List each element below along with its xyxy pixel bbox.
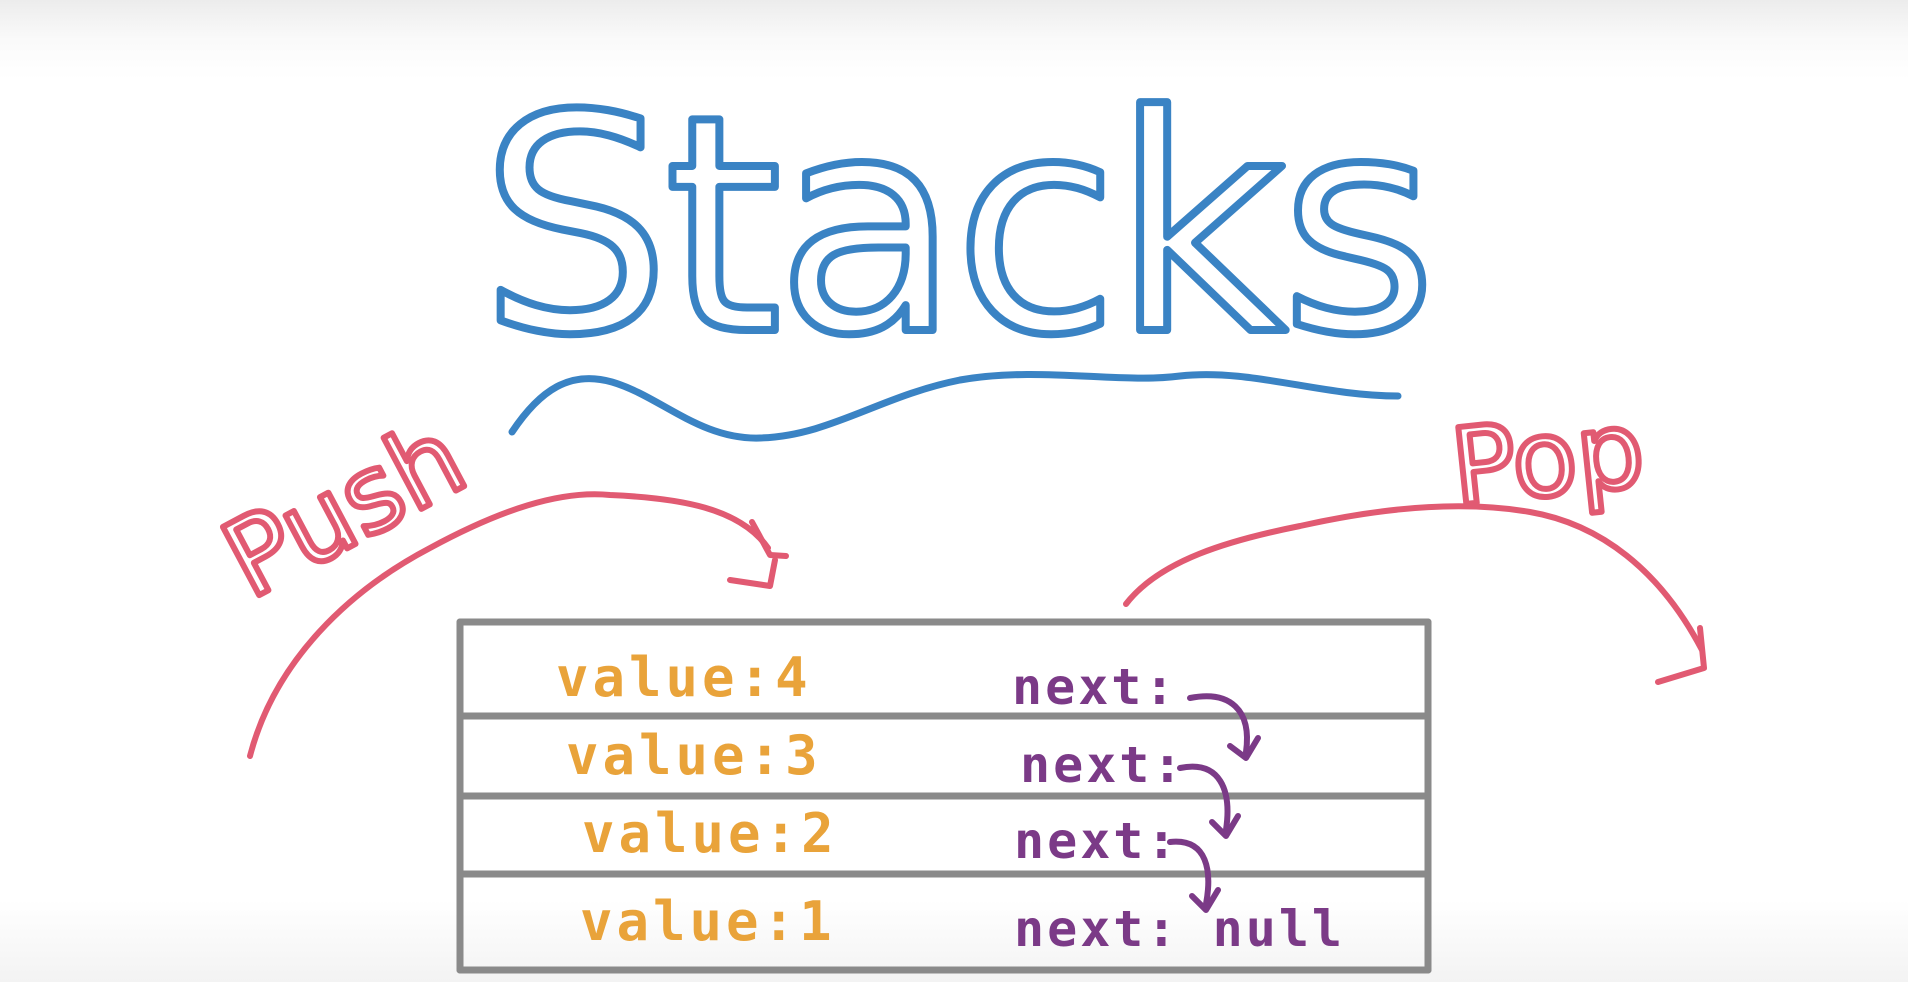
- stack-box: [456, 618, 1432, 974]
- diagram-title: Stacks: [480, 52, 1431, 401]
- pointer-arrow-2-to-1: [1167, 838, 1212, 907]
- node-next: next:: [1014, 812, 1180, 870]
- pop-arrowhead: [1655, 625, 1707, 685]
- stack-node-4: value:4 next:: [556, 646, 1178, 716]
- pop-arrow: [1123, 503, 1705, 653]
- node-next: next: null: [1014, 900, 1345, 958]
- pointer-arrowhead: [1189, 887, 1221, 913]
- node-value: value:2: [582, 802, 838, 865]
- push-arrow: [247, 491, 771, 759]
- title-underline: [508, 371, 1402, 442]
- pointer-arrowhead: [1209, 813, 1241, 839]
- node-next: next:: [1012, 658, 1178, 716]
- stack-node-2: value:2 next:: [582, 802, 1180, 870]
- pointer-arrow-4-to-3: [1187, 693, 1250, 755]
- node-next: next:: [1020, 736, 1186, 794]
- node-value: value:4: [556, 646, 812, 709]
- push-arrowhead: [727, 519, 789, 589]
- pointer-arrow-3-to-2: [1177, 763, 1231, 833]
- node-value: value:3: [566, 724, 822, 787]
- stack-node-1: value:1 next: null: [580, 890, 1345, 958]
- node-value: value:1: [580, 890, 836, 953]
- push-label: Push: [204, 395, 484, 622]
- pointer-arrowhead: [1227, 735, 1261, 761]
- stack-node-3: value:3 next:: [566, 724, 1186, 794]
